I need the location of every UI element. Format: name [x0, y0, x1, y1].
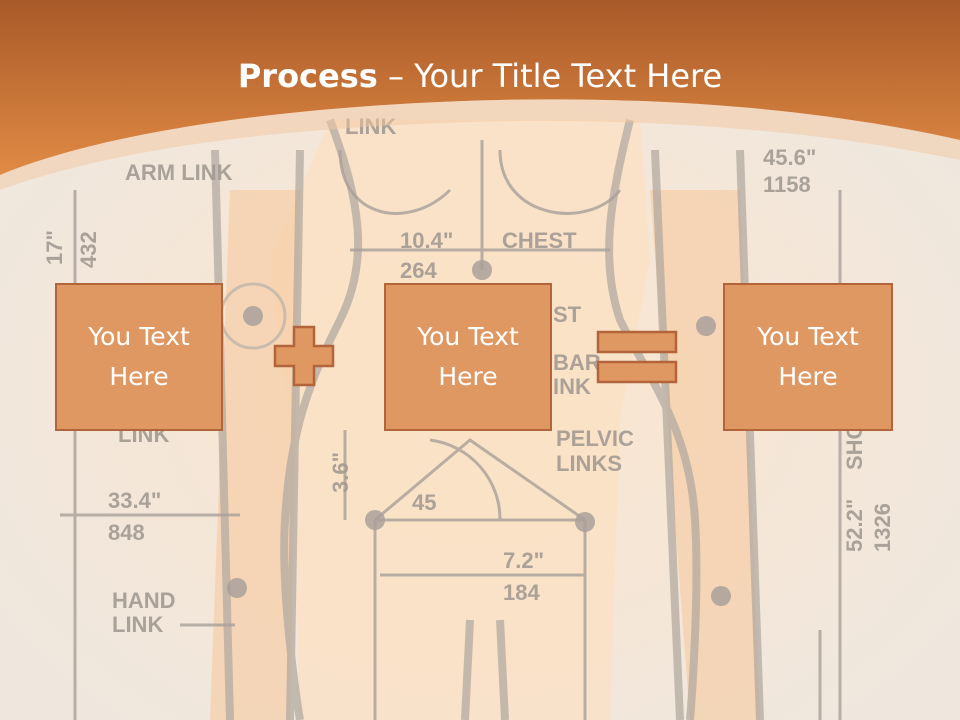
process-box-3: You Text Here [723, 283, 893, 431]
process-box-3-text: You Text Here [757, 322, 859, 391]
bp-label-17: 17" [42, 230, 67, 265]
bp-label-1326: 1326 [870, 503, 895, 552]
bp-label-bar: BAR [553, 350, 601, 375]
bp-label-1158: 1158 [763, 172, 811, 197]
bp-label-10-4: 10.4" [400, 228, 453, 253]
bp-label-264: 264 [400, 258, 437, 283]
bp-label-184: 184 [503, 580, 540, 605]
title-rest: Your Title Text Here [414, 57, 723, 95]
process-box-2: You Text Here [384, 283, 552, 431]
bp-label-pelvic: PELVIC [556, 426, 634, 451]
title-separator: – [377, 57, 415, 95]
slide-title: Process – Your Title Text Here [0, 54, 960, 98]
bp-label-chest: CHEST [502, 228, 577, 253]
bp-label-432: 432 [76, 231, 101, 268]
bp-label-3-6: 3.6" [328, 452, 353, 493]
bp-label-33-4: 33.4" [108, 488, 161, 513]
bp-label-arm-link: ARM LINK [125, 160, 233, 185]
bp-label-hand: HAND [112, 588, 176, 613]
bp-label-links: LINKS [556, 451, 622, 476]
bp-label-7-2: 7.2" [503, 548, 544, 573]
plus-icon [273, 325, 335, 387]
title-bold: Process [237, 57, 378, 95]
bp-label-hand-link: LINK [112, 612, 163, 637]
bp-label-848: 848 [108, 520, 145, 545]
equals-icon [596, 330, 678, 384]
bp-label-45-6: 45.6" [763, 145, 816, 170]
bp-label-52-2: 52.2" [842, 499, 867, 552]
process-box-1-text: You Text Here [88, 322, 190, 391]
bp-label-ink: INK [553, 374, 591, 399]
bp-label-st: ST [553, 302, 582, 327]
process-box-1: You Text Here [55, 283, 223, 431]
bp-label-45: 45 [412, 490, 436, 515]
process-box-2-text: You Text Here [417, 322, 519, 391]
